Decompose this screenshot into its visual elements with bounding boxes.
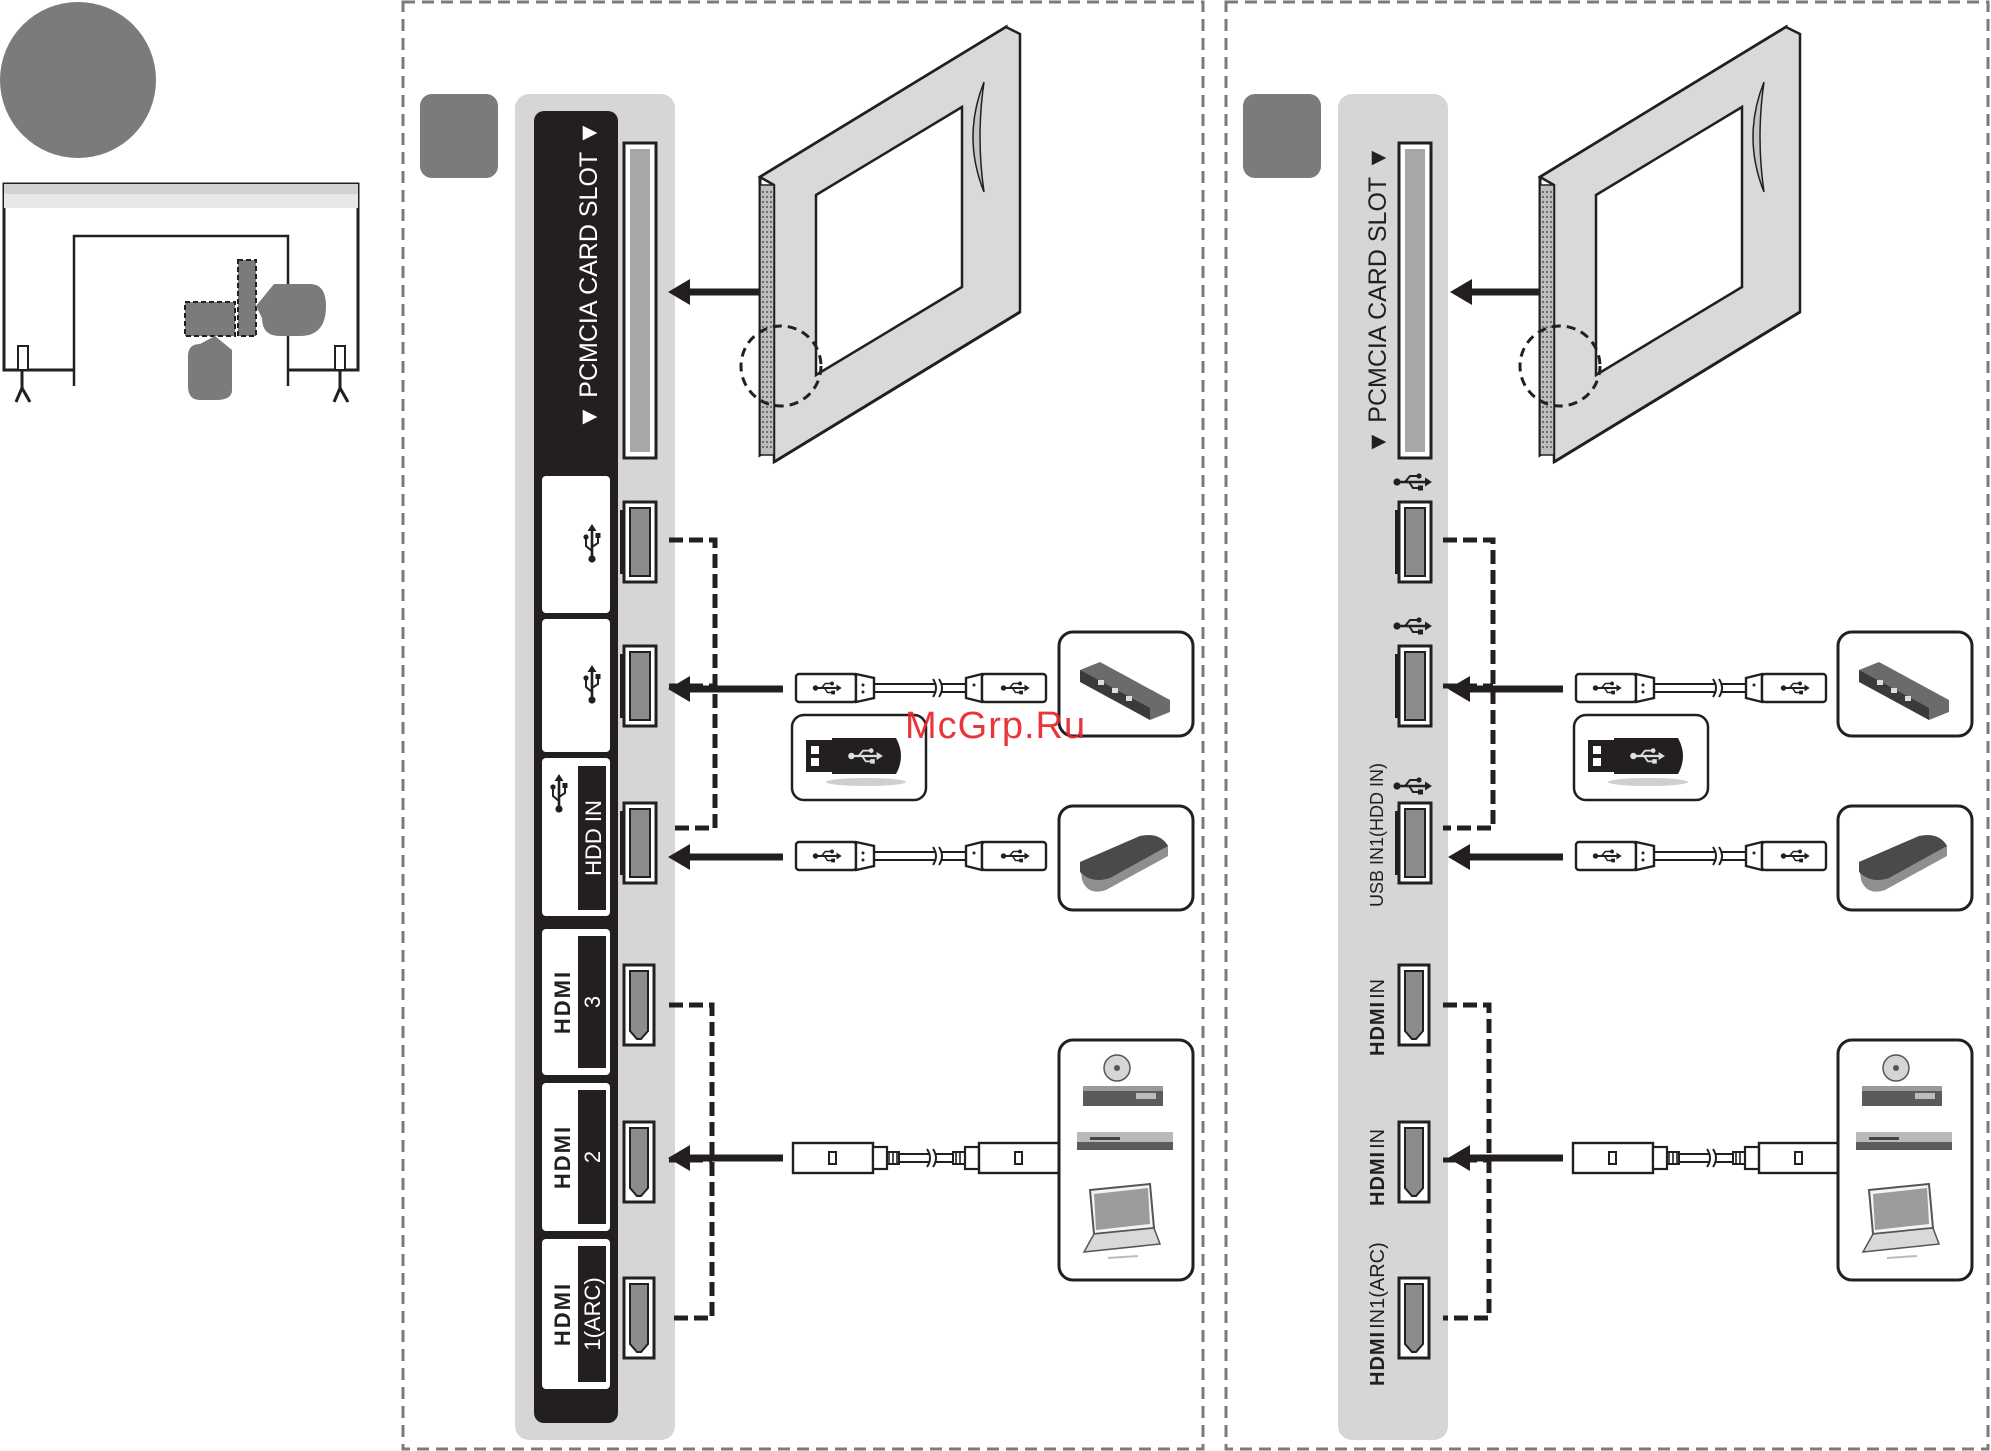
hdmi-in-label-1: HDMIIN1(ARC) <box>1367 1242 1389 1386</box>
hdmi-arrow-b <box>1448 1145 1563 1171</box>
hdmi-in-label-3: HDMIIN <box>1367 979 1389 1056</box>
watermark: McGrp.Ru <box>905 705 1086 748</box>
hdmi-port-b1 <box>1399 1278 1429 1358</box>
hdmi-logo-icon: HDMI <box>550 1282 575 1346</box>
hdmi-logo-icon: HDMI <box>550 1125 575 1189</box>
usb-port-b2 <box>1395 646 1431 726</box>
usb-hdd-in-label: USB IN1(HDD IN) <box>1367 763 1387 907</box>
hdmi-cable-b <box>1573 1143 1839 1173</box>
step-badge-b <box>1243 94 1321 178</box>
hdmi-logo-icon: HDMI <box>550 970 575 1034</box>
tv-back-icon <box>0 2 358 402</box>
usb-cable <box>796 674 1046 702</box>
hdmi-port-b3 <box>1399 965 1429 1045</box>
panel-b: ▼ PCMCIA CARD SLOT ▼ USB IN1(HDD IN) HDM… <box>1226 2 1988 1449</box>
external-hdd-icon <box>1838 806 1972 910</box>
hdmi-arrow <box>668 1145 783 1171</box>
usb-arrow-b <box>1448 676 1563 702</box>
ci-card-icon <box>1540 27 1800 462</box>
usb-cable-hdd-b <box>1576 842 1826 870</box>
pcmcia-slot-label: ▼ PCMCIA CARD SLOT ▼ <box>575 121 603 430</box>
step-badge <box>0 2 156 158</box>
hdd-in-label: HDD IN <box>581 800 606 876</box>
hdmi-1-arc-label: 1(ARC) <box>580 1277 605 1350</box>
hdmi-port-3 <box>624 965 654 1045</box>
hdmi-port-2 <box>624 1122 654 1202</box>
usb-hdd-arrow <box>668 844 783 870</box>
external-hdd-icon <box>1059 806 1193 910</box>
usb-port-b-hdd <box>1395 803 1431 883</box>
hdmi-in-label-2: HDMIIN <box>1367 1129 1389 1206</box>
usb-dashed-link <box>669 540 715 828</box>
usb-cable-b <box>1576 674 1826 702</box>
hdmi-3-label: 3 <box>580 996 605 1008</box>
usb-cable-hdd <box>796 842 1046 870</box>
av-devices-frame <box>1059 1040 1193 1280</box>
usb-hub-icon <box>1838 632 1972 736</box>
usb-tile-1 <box>542 476 610 613</box>
step-badge-a <box>420 94 498 178</box>
dvd-player-icon <box>1856 1132 1952 1150</box>
usb-stick-icon <box>1574 715 1708 800</box>
usb-port-1 <box>620 502 656 582</box>
usb-port-2 <box>620 646 656 726</box>
pcmcia-slot-label-b: ▼ PCMCIA CARD SLOT ▼ <box>1364 146 1392 455</box>
usb-port-b1 <box>1395 502 1431 582</box>
usb-arrow <box>668 676 783 702</box>
dvd-player-icon <box>1077 1132 1173 1150</box>
hdmi-2-label: 2 <box>580 1151 605 1163</box>
hdmi-cable <box>793 1143 1059 1173</box>
usb-hdd-arrow-b <box>1448 844 1563 870</box>
ci-card-icon <box>760 27 1020 462</box>
av-devices-frame-b <box>1838 1040 1972 1280</box>
usb-port-hdd <box>620 803 656 883</box>
hdmi-port-b2 <box>1399 1122 1429 1202</box>
hdmi-port-1 <box>624 1278 654 1358</box>
usb-tile-2 <box>542 619 610 752</box>
